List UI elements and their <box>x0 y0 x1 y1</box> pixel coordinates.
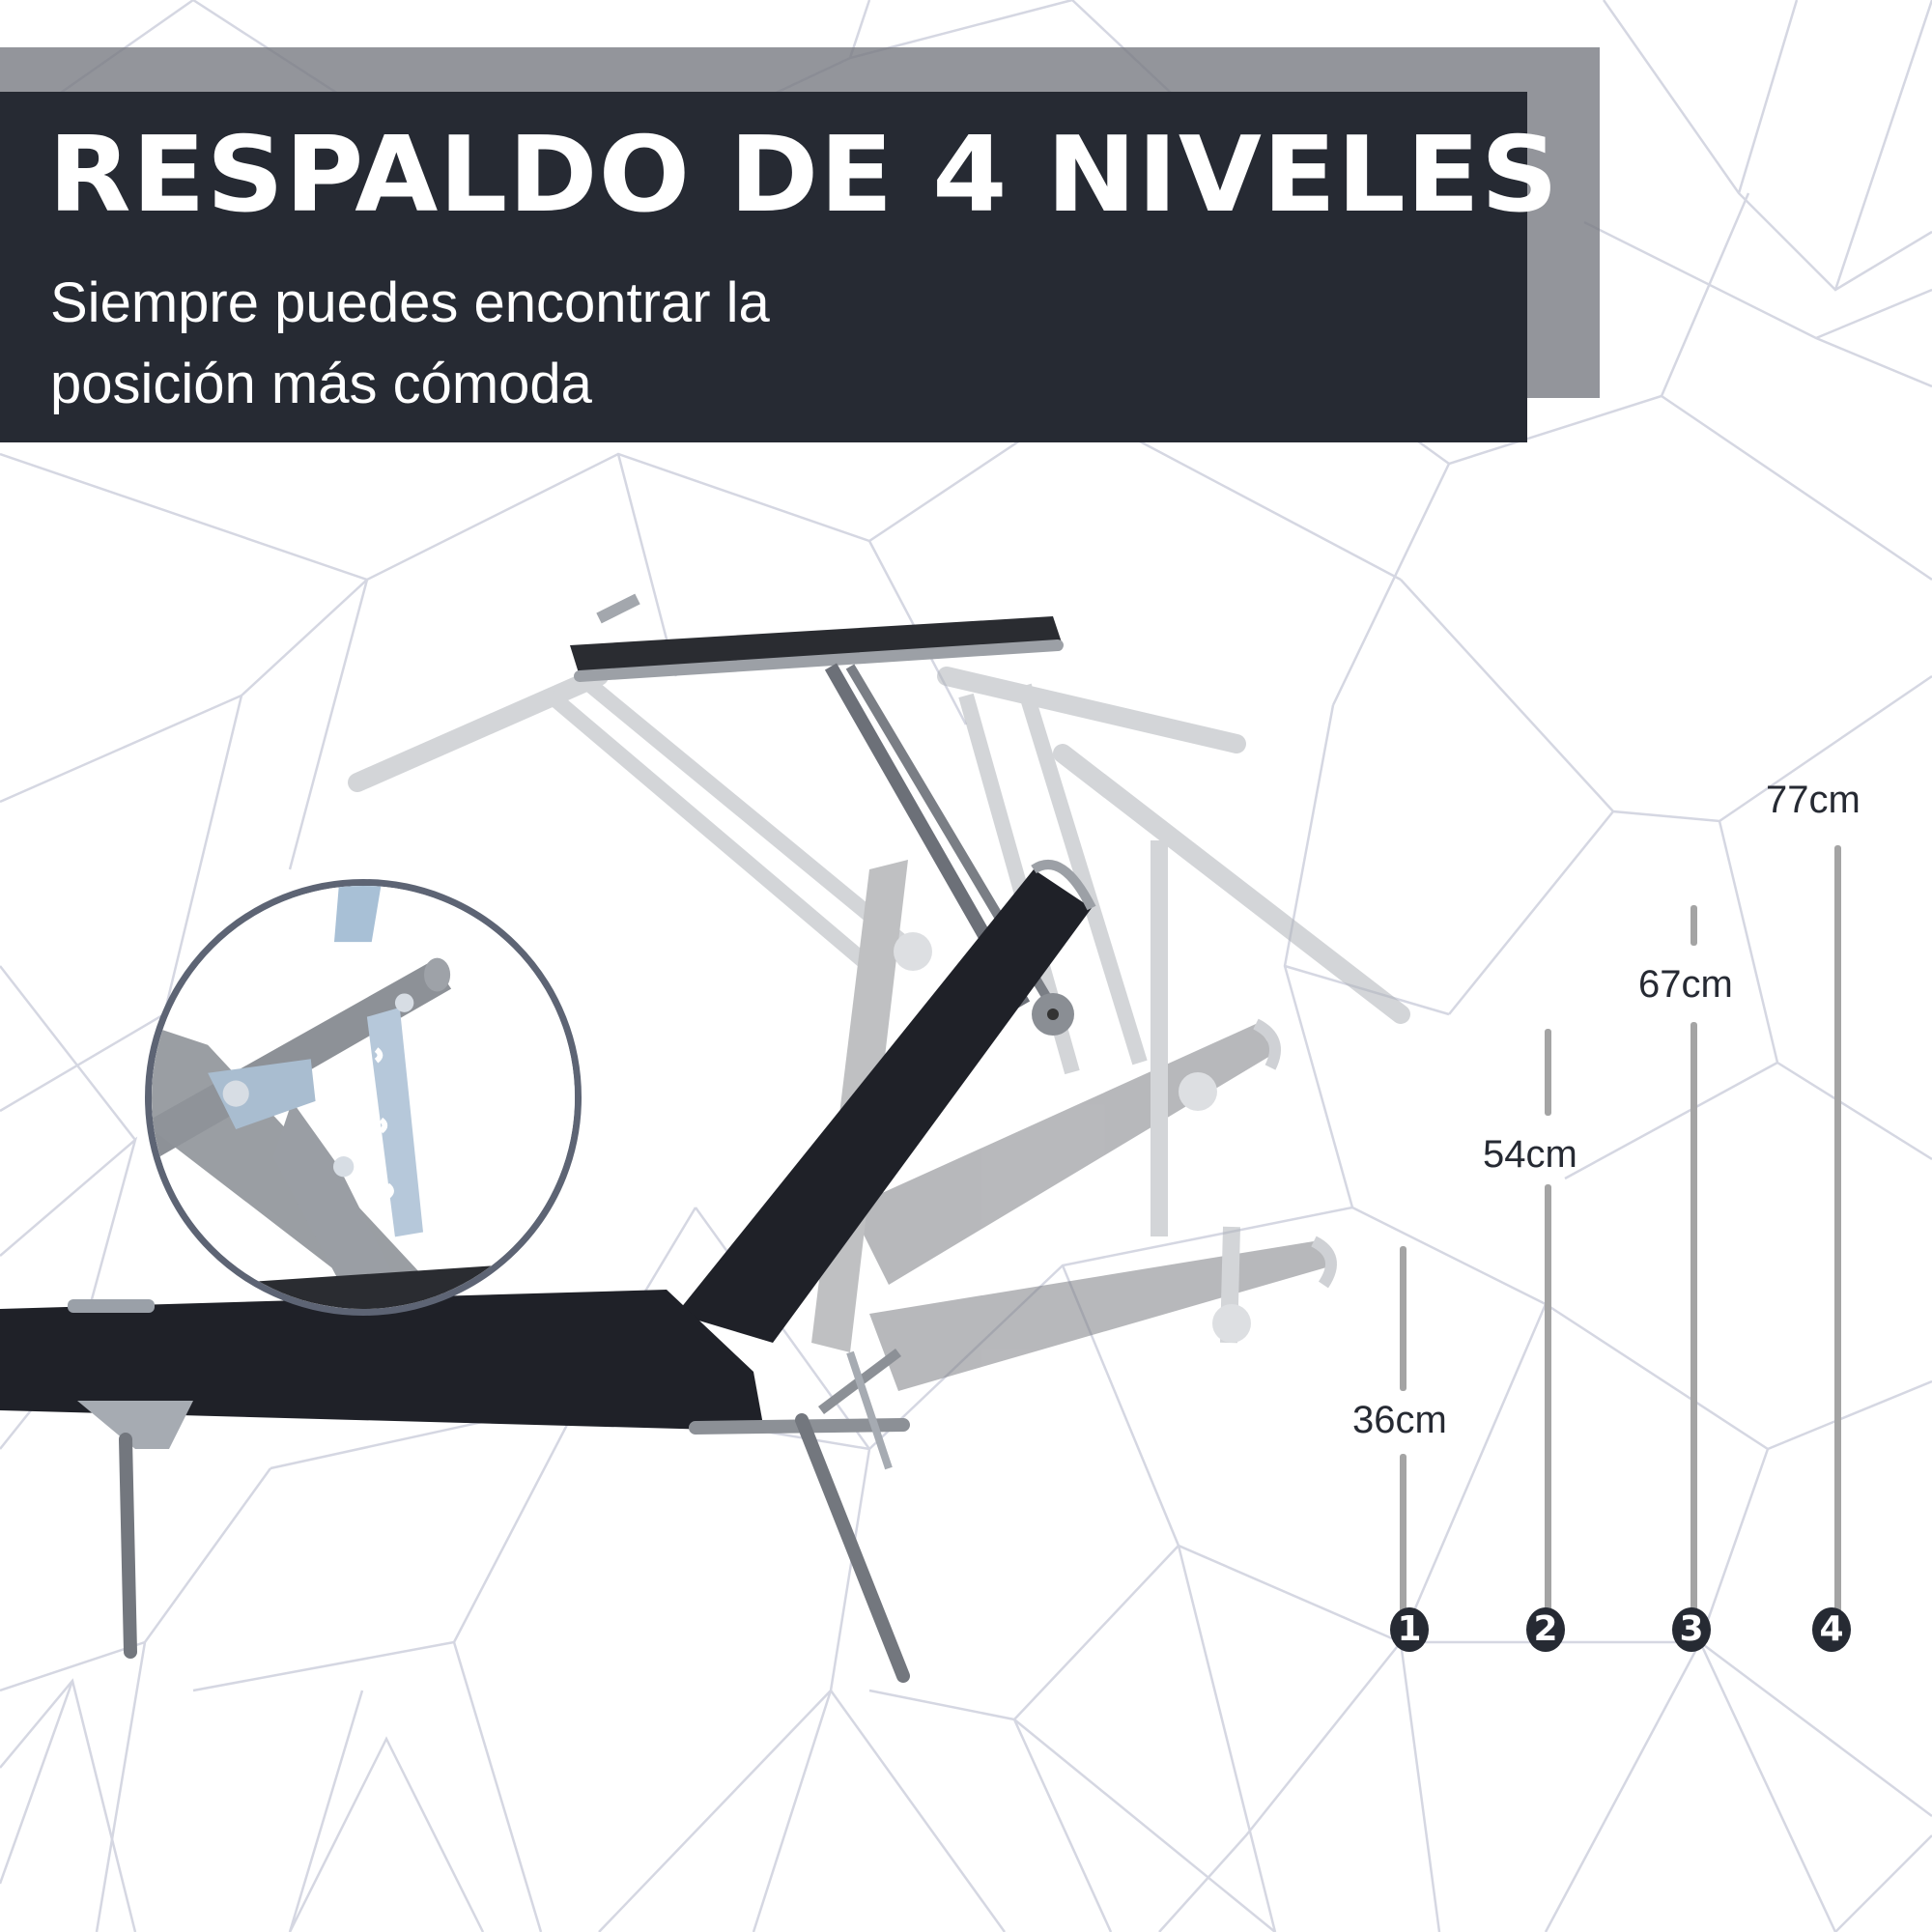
measure-bar-3 <box>1690 905 1697 946</box>
measure-bar-3-lower <box>1690 1022 1697 1619</box>
measure-label-3: 67cm <box>1638 963 1733 1006</box>
measure-bar-2 <box>1545 1029 1551 1116</box>
position-badge-3: 3 <box>1672 1607 1711 1652</box>
measure-label-2: 54cm <box>1483 1133 1577 1176</box>
bracket-closeup-inset <box>145 879 582 1316</box>
position-badge-2: 2 <box>1526 1607 1565 1652</box>
adjustment-bracket-icon <box>152 886 575 1309</box>
measure-bar-4 <box>1834 845 1841 1618</box>
header-banner <box>0 92 1527 442</box>
measure-bar-2-lower <box>1545 1184 1551 1619</box>
page-title: RESPALDO DE 4 NIVELES <box>48 115 1560 236</box>
measure-label-1: 36cm <box>1352 1399 1447 1441</box>
page-subtitle: Siempre puedes encontrar la posición más… <box>50 263 770 425</box>
position-badge-1: 1 <box>1390 1607 1429 1652</box>
position-badge-4: 4 <box>1812 1607 1851 1652</box>
subtitle-line-2: posición más cómoda <box>50 353 592 415</box>
measure-bar-1-lower <box>1400 1454 1406 1618</box>
measure-label-4: 77cm <box>1766 779 1861 821</box>
subtitle-line-1: Siempre puedes encontrar la <box>50 271 770 334</box>
measure-bar-1 <box>1400 1246 1406 1391</box>
